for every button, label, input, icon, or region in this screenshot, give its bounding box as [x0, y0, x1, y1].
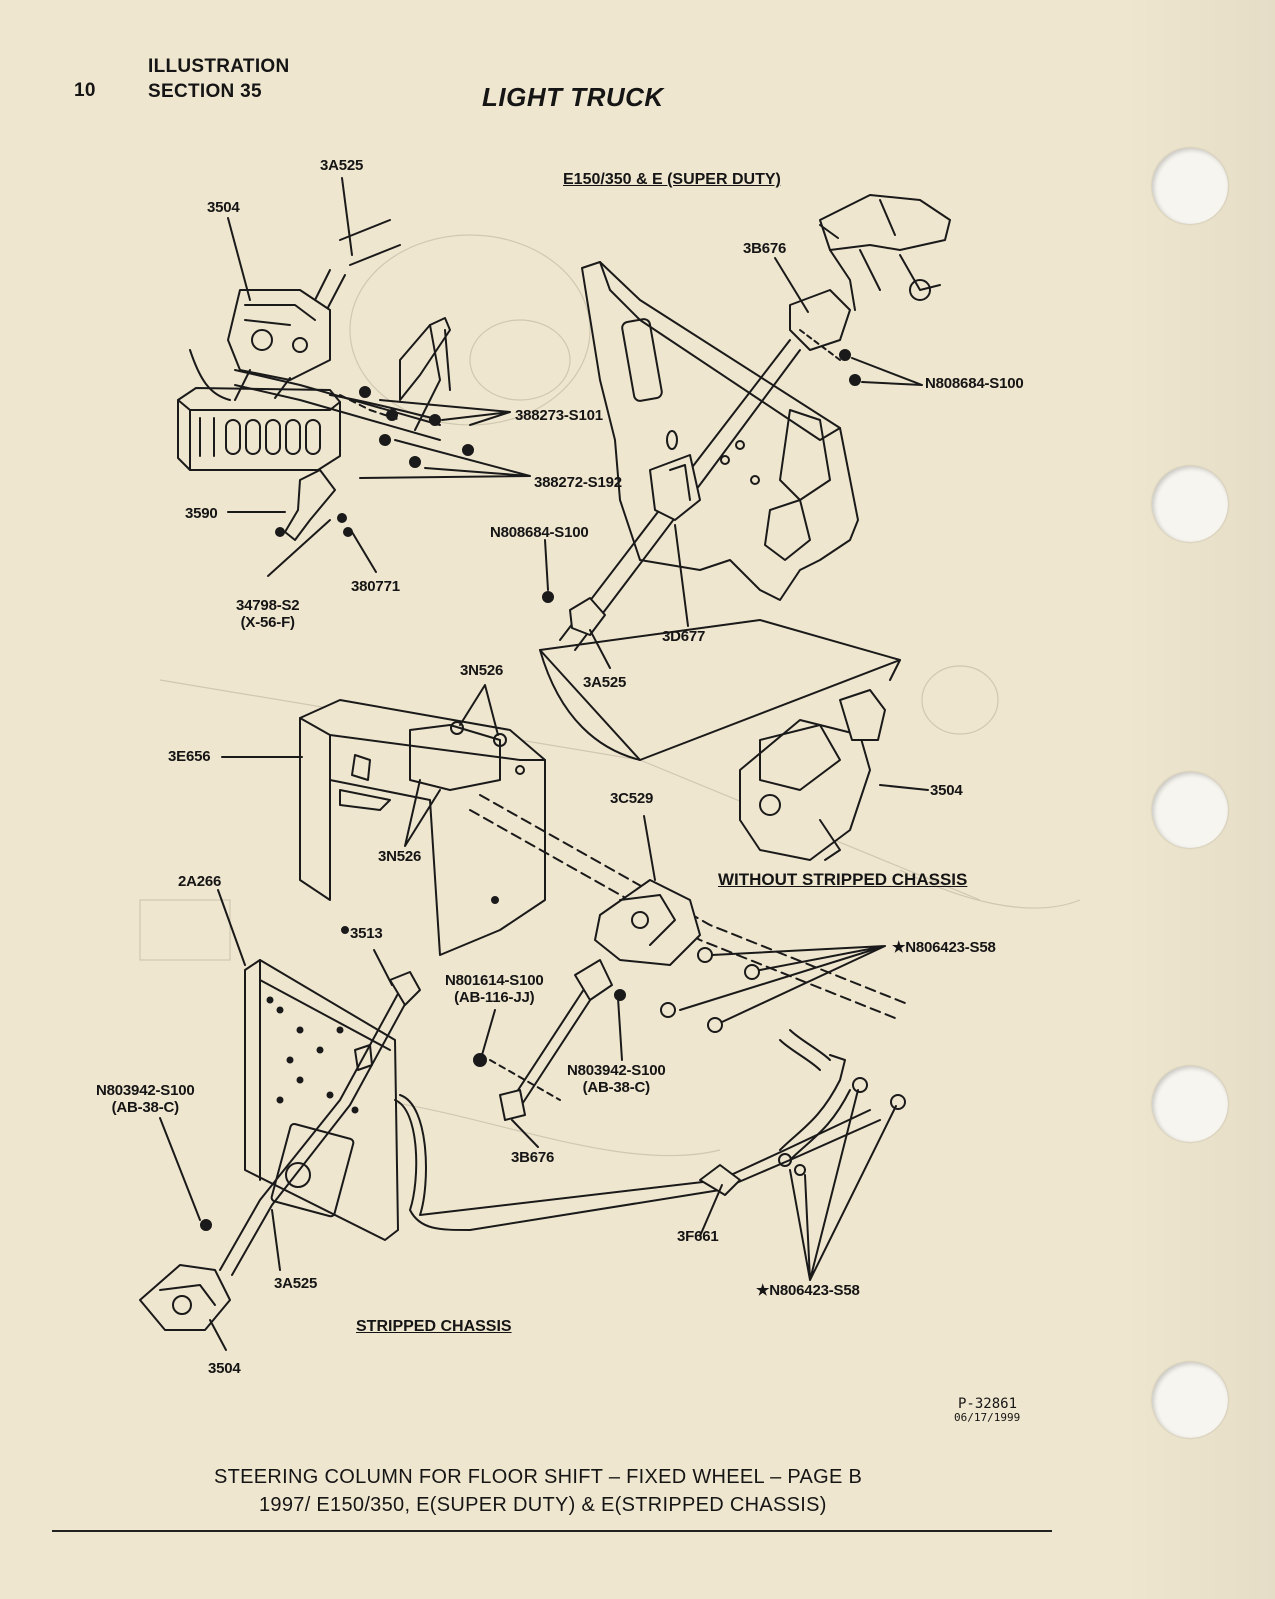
part-label-code: (AB-116-JJ) — [454, 989, 535, 1006]
part-label: ★N806423-S58 — [756, 1282, 860, 1299]
binder-hole — [1152, 772, 1228, 848]
part-label: 3B676 — [511, 1149, 555, 1166]
part-label-code: (AB-38-C) — [111, 1099, 180, 1116]
footer-caption-line2: 1997/ E150/350, E(SUPER DUTY) & E(STRIPP… — [259, 1494, 827, 1516]
part-label: N803942-S100 (AB-38-C) — [567, 1062, 666, 1096]
part-label-number: N803942-S100 — [567, 1062, 666, 1079]
part-label: 388273-S101 — [515, 407, 603, 424]
stripped-chassis-assembly — [139, 889, 906, 1351]
part-label: N808684-S100 — [490, 524, 589, 541]
part-label: 3C529 — [610, 790, 654, 807]
without-stripped-chassis-gear — [539, 619, 929, 861]
figure-code: P-32861 — [958, 1396, 1018, 1412]
part-label: 3E656 — [168, 748, 211, 765]
part-label: 3A525 — [274, 1275, 318, 1292]
part-label: 3504 — [208, 1360, 241, 1377]
part-label: N808684-S100 — [925, 375, 1024, 392]
figure-date: 06/17/1999 — [954, 1411, 1021, 1424]
part-label: 3590 — [185, 505, 218, 522]
part-label: 3504 — [207, 199, 240, 216]
part-label: 3504 — [930, 782, 963, 799]
part-label: 3N526 — [460, 662, 504, 679]
subtitle-without-stripped: WITHOUT STRIPPED CHASSIS — [718, 870, 968, 889]
part-label: N801614-S100 (AB-116-JJ) — [445, 972, 544, 1006]
top-right-assembly — [542, 194, 951, 669]
part-label-number: N801614-S100 — [445, 972, 544, 989]
binder-hole — [1152, 1066, 1228, 1142]
part-label: 2A266 — [178, 873, 222, 890]
part-label-number: N803942-S100 — [96, 1082, 195, 1099]
part-label-code: (AB-38-C) — [582, 1079, 651, 1096]
footer-rule — [52, 1530, 1052, 1532]
part-label-number: 34798-S2 — [236, 597, 300, 614]
page-title: LIGHT TRUCK — [482, 82, 664, 112]
part-label: 380771 — [351, 578, 400, 595]
binder-hole — [1152, 148, 1228, 224]
section-label-line2: SECTION 35 — [148, 81, 262, 102]
part-label: 3A525 — [320, 157, 364, 174]
part-label: ★N806423-S58 — [892, 939, 996, 956]
top-left-assembly — [177, 177, 531, 577]
part-label: N803942-S100 (AB-38-C) — [96, 1082, 195, 1116]
part-label-code: (X-56-F) — [240, 614, 295, 631]
part-label: 3N526 — [378, 848, 422, 865]
part-label: 3F661 — [677, 1228, 719, 1245]
part-label: 388272-S192 — [534, 474, 622, 491]
binder-hole — [1152, 1362, 1228, 1438]
part-label: 3B676 — [743, 240, 787, 257]
page-number: 10 — [74, 80, 96, 101]
part-label: 3D677 — [662, 628, 706, 645]
part-label: 34798-S2 (X-56-F) — [236, 597, 300, 631]
subtitle-super-duty: E150/350 & E (SUPER DUTY) — [563, 171, 781, 188]
subtitle-stripped-chassis: STRIPPED CHASSIS — [356, 1318, 512, 1335]
footer-caption-line1: STEERING COLUMN FOR FLOOR SHIFT – FIXED … — [214, 1466, 863, 1488]
part-label: 3A525 — [583, 674, 627, 691]
section-label-line1: ILLUSTRATION — [148, 56, 290, 77]
part-label: 3513 — [350, 925, 383, 942]
middle-bracket-assembly — [221, 684, 911, 1148]
binder-hole — [1152, 466, 1228, 542]
